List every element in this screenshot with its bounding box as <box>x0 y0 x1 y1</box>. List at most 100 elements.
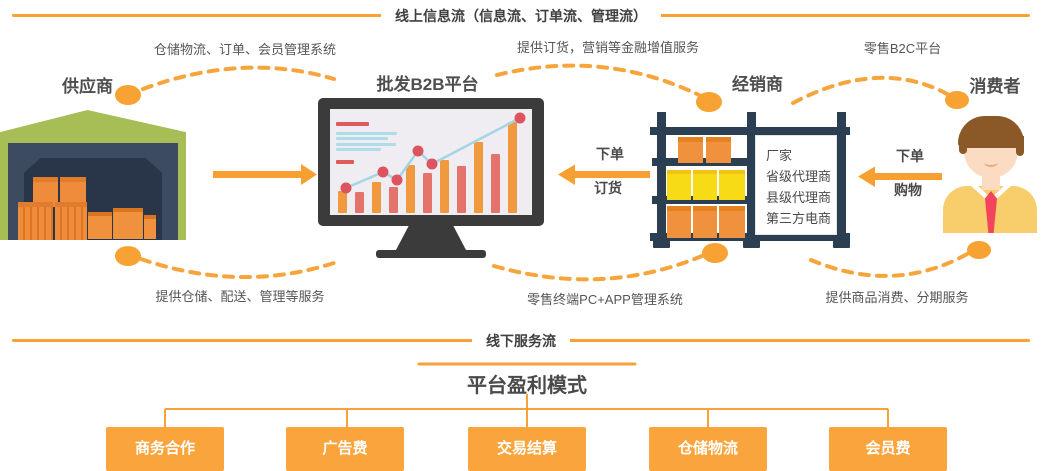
profit-box-business-cooperation: 商务合作 <box>106 427 224 471</box>
screen-text-line <box>336 132 397 135</box>
channel-line: 县级代理商 <box>766 190 832 205</box>
chart-data-dot <box>514 112 526 124</box>
supplier-title: 供应商 <box>62 77 113 96</box>
profit-box-warehouse-logistics: 仓储物流 <box>649 427 767 471</box>
label-supplier-to-platform: 仓储物流、订单、会员管理系统 <box>153 42 336 57</box>
warehouse-crate <box>55 202 87 240</box>
chart-bar <box>372 182 381 213</box>
dot-consumer-top <box>945 91 969 109</box>
profit-tree-lines <box>164 394 889 427</box>
shelf-post <box>657 112 666 246</box>
chart-data-dot <box>377 166 389 178</box>
label-distributor-to-platform: 零售终端PC+APP管理系统 <box>527 292 683 307</box>
shelf-foot <box>653 240 670 248</box>
chart-data-dot <box>426 158 438 170</box>
chart-data-dot <box>391 174 403 186</box>
chart-bar <box>338 191 347 213</box>
warehouse-box <box>88 212 112 239</box>
arc-platform-to-supplier <box>139 257 336 280</box>
dot-distributor-top <box>696 92 722 112</box>
solid-arrows <box>213 164 942 187</box>
shelf-box-orange <box>678 137 703 163</box>
shelf-foot <box>833 240 850 248</box>
arrow-distributor-to-platform-head <box>558 164 575 185</box>
label-consumer-to-distributor: 提供商品消费、分期服务 <box>825 290 969 305</box>
profit-model-title: 平台盈利模式 <box>467 375 587 397</box>
person-tie <box>985 191 997 233</box>
platform-monitor-illustration <box>318 98 544 258</box>
dashed-arcs <box>139 63 971 282</box>
person-hair <box>958 116 1024 148</box>
dot-consumer-bottom <box>967 241 991 259</box>
profit-box-advertising-fee: 广告费 <box>286 427 404 471</box>
warehouse-box <box>144 215 156 239</box>
person-hair <box>1016 136 1024 156</box>
screen-text-line <box>336 122 369 126</box>
supplier-warehouse-illustration <box>0 110 186 240</box>
arc-endpoint-dots <box>115 85 991 266</box>
chart-line-svg <box>340 112 526 194</box>
profit-box-membership-fee: 会员费 <box>829 427 947 471</box>
chart-data-dot <box>412 145 424 157</box>
shelf-beam <box>650 127 850 135</box>
arrow-supplier-to-platform-shaft <box>213 171 301 178</box>
shelf-box-orange <box>667 206 691 238</box>
label-distributor-to-consumer: 零售B2C平台 <box>863 41 942 56</box>
shelf-foot <box>743 240 760 248</box>
monitor-stand-base <box>376 250 486 258</box>
arrow-consumer-to-distributor-head <box>858 166 875 187</box>
chart-bar <box>457 166 466 213</box>
arrow-consumer-to-distributor-shaft <box>873 173 942 180</box>
shelf-box-orange <box>719 206 745 238</box>
chart-bar <box>406 165 415 213</box>
label-order-consumer-bottom: 购物 <box>894 182 922 198</box>
chart-bar <box>355 192 364 213</box>
label-platform-to-distributor: 提供订货，营销等金融增值服务 <box>516 40 699 55</box>
online-flow-label: 线上信息流（信息流、订单流、管理流） <box>381 6 661 26</box>
dot-supplier-top <box>115 85 141 105</box>
arc-distributor-to-consumer <box>791 75 951 105</box>
shelf-post <box>837 112 846 246</box>
warehouse-box <box>113 208 143 239</box>
monitor-screen <box>330 109 532 215</box>
shelf-box-yellow <box>667 170 691 200</box>
shelf-box-yellow <box>719 170 745 200</box>
arc-distributor-to-platform <box>492 254 704 282</box>
distributor-shelf-illustration: 厂家 省级代理商 县级代理商 第三方电商 <box>650 112 850 254</box>
channel-line: 省级代理商 <box>766 169 832 184</box>
consumer-person-illustration <box>938 116 1042 233</box>
arc-supplier-to-platform <box>141 65 336 91</box>
arrow-distributor-to-platform-shaft <box>573 171 650 178</box>
channel-line: 厂家 <box>766 148 793 163</box>
person-hair <box>959 138 967 154</box>
chart-bar <box>491 154 500 213</box>
arc-consumer-to-distributor <box>809 251 971 278</box>
shelf-box-yellow <box>693 170 717 200</box>
shelf-beam <box>650 233 850 241</box>
arrow-supplier-to-platform-head <box>301 164 317 185</box>
chart-trend-line <box>345 116 521 190</box>
shelf-box-orange <box>693 206 717 238</box>
profit-connector-tree <box>164 362 889 427</box>
screen-text-line <box>336 148 381 151</box>
chart-bar <box>423 173 432 213</box>
arc-platform-to-distributor <box>495 63 701 97</box>
chart-bar <box>440 160 449 213</box>
distributor-channel-card: 厂家 省级代理商 县级代理商 第三方电商 <box>755 135 837 235</box>
shelf-beam <box>652 196 760 204</box>
person-neck <box>982 174 1000 190</box>
channel-line: 第三方电商 <box>766 211 832 226</box>
consumer-title: 消费者 <box>969 77 1021 96</box>
platform-title: 批发B2B平台 <box>376 75 479 94</box>
label-order-consumer-top: 下单 <box>896 148 924 164</box>
chart-bar <box>389 187 398 213</box>
screen-text-line <box>336 143 396 146</box>
dot-distributor-bottom <box>702 243 728 263</box>
chart-bar <box>474 142 483 213</box>
chart-bar <box>508 122 517 213</box>
shelf-box-orange <box>706 137 731 163</box>
chart-bars <box>338 118 528 213</box>
person-smile <box>984 158 998 167</box>
